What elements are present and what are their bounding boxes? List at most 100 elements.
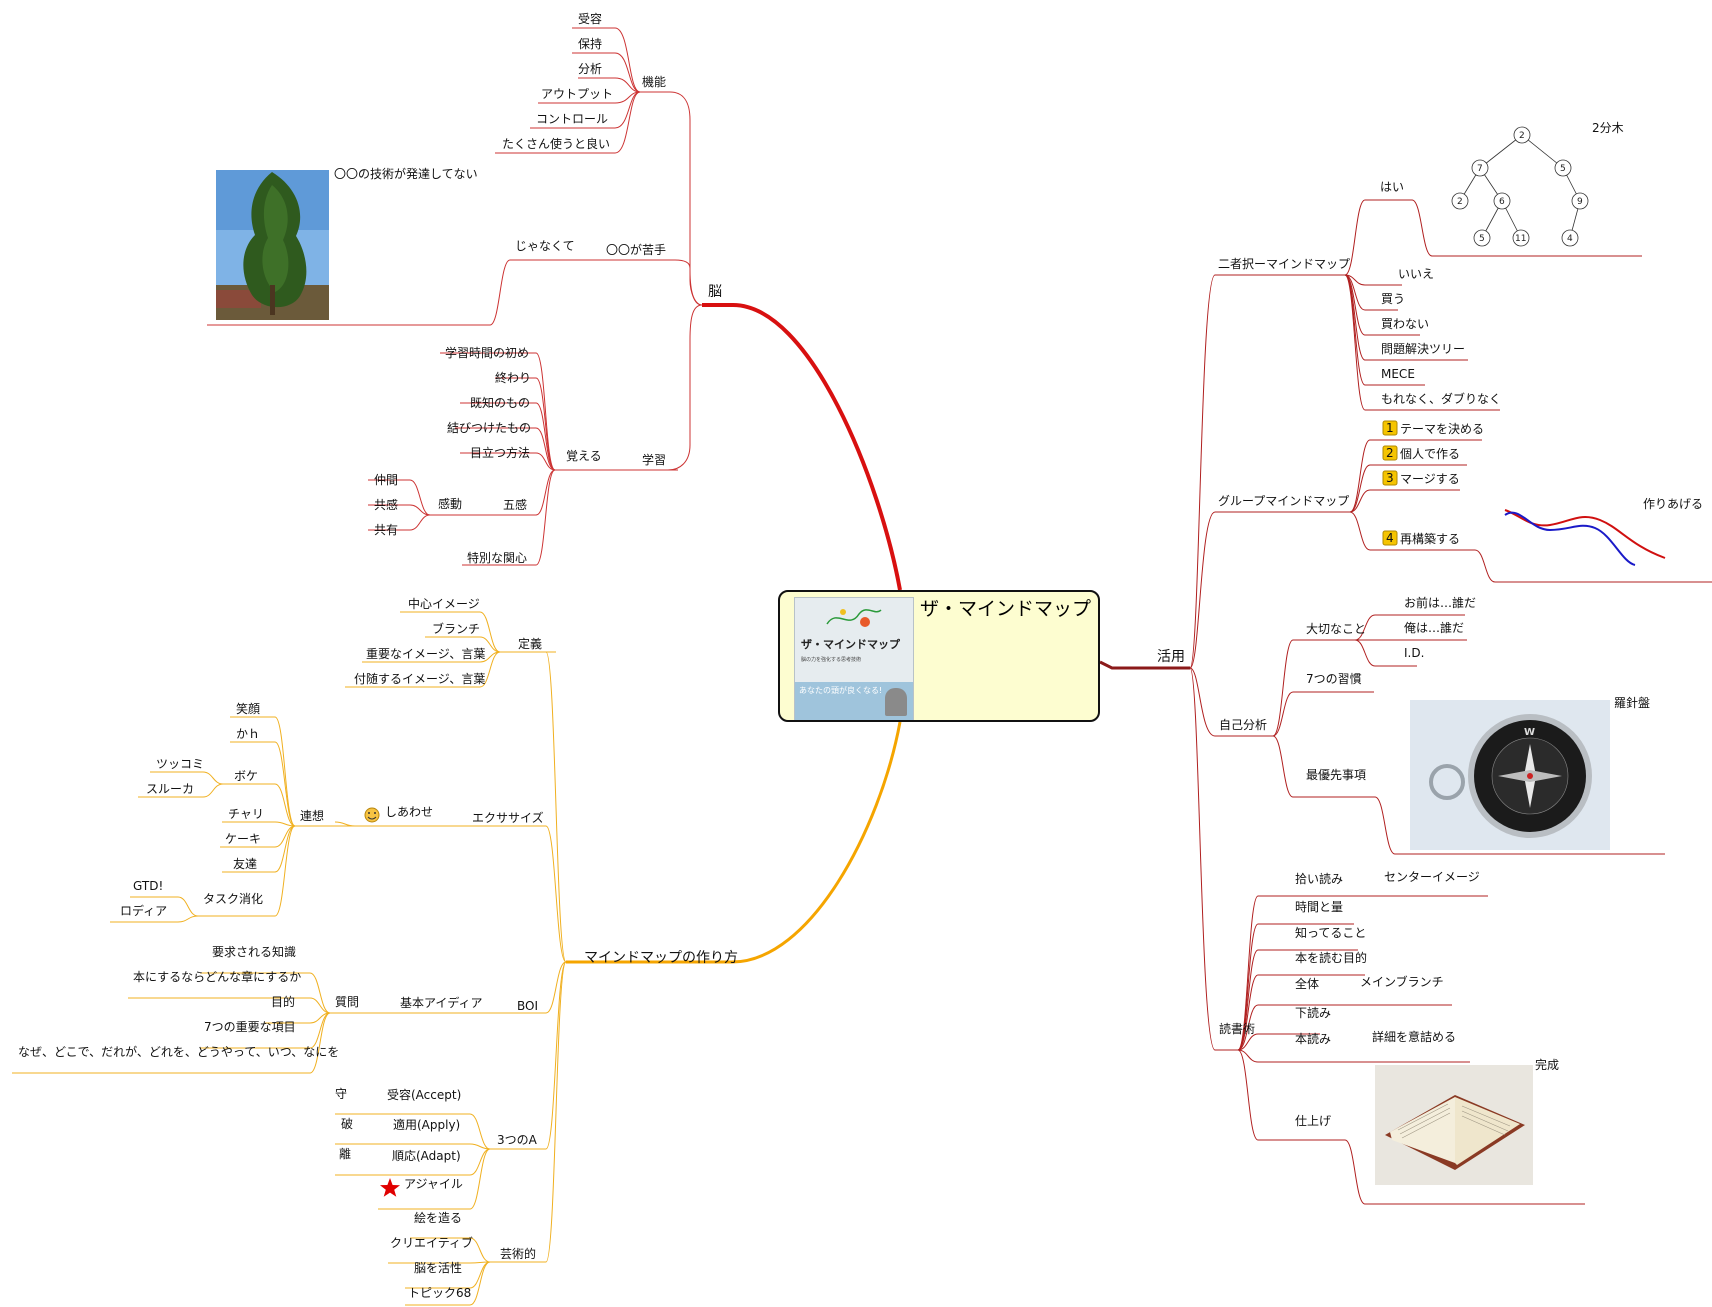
reading-main-sub: 詳細を意詰める xyxy=(1372,1029,1456,1044)
tree-node-5: 9 xyxy=(1577,197,1583,207)
reading-time: 時間と量 xyxy=(1295,900,1343,914)
branch-line-brain xyxy=(702,303,902,591)
tree-node-1: 7 xyxy=(1477,164,1483,174)
node-weak-note: 〇〇の技術が発達してない xyxy=(334,166,478,181)
boke-item-1: スルーカ xyxy=(146,782,194,796)
node-task: タスク消化 xyxy=(203,892,263,906)
task-item-1: ロディア xyxy=(120,903,167,918)
group-step-1: 個人で作る xyxy=(1400,447,1460,461)
node-remember: 覚える xyxy=(566,449,602,463)
remember-item-4: 目立つ方法 xyxy=(470,445,530,460)
compass-label: 羅針盤 xyxy=(1614,695,1650,710)
svg-text:2: 2 xyxy=(1386,446,1394,460)
central-topic[interactable]: ザ・マインドマップ 脳の力を強化する思考技術 あなたの頭が良くなる! ザ・マイン… xyxy=(778,590,1100,722)
remember-item-2: 既知のもの xyxy=(470,396,530,410)
svg-text:1: 1 xyxy=(1386,421,1394,435)
remember-item-0: 学習時間の初め xyxy=(445,345,529,360)
author-photo xyxy=(885,688,907,716)
three-a-item-0: 受容(Accept) xyxy=(387,1087,461,1102)
step-badge-4: 4 xyxy=(1382,530,1398,546)
svg-text:4: 4 xyxy=(1386,531,1394,545)
definition-item-0: 中心イメージ xyxy=(408,596,480,611)
book-cover-title: ザ・マインドマップ xyxy=(801,638,900,651)
branch-label-howto: マインドマップの作り方 xyxy=(584,950,738,966)
reading-purpose: 本を読む目的 xyxy=(1295,950,1367,965)
binary-yes: はい xyxy=(1380,180,1404,194)
node-important: 大切なこと xyxy=(1306,622,1366,636)
group-step-0: テーマを決める xyxy=(1400,422,1484,436)
step-badge-3: 3 xyxy=(1382,470,1398,486)
branch-line-howto xyxy=(566,721,902,964)
binary-item-2: 買わない xyxy=(1381,317,1429,331)
art-item-0: 絵を造る xyxy=(414,1210,462,1225)
group-build-note: 作りあげる xyxy=(1643,497,1703,511)
question-item-2: 目的 xyxy=(271,994,295,1009)
step-badges: 1 2 3 4 xyxy=(1382,420,1398,546)
art-item-2: 脳を活性 xyxy=(414,1261,462,1275)
association-item-2: ボケ xyxy=(234,769,258,783)
binary-item-1: 買う xyxy=(1381,292,1405,306)
association-item-1: かｈ xyxy=(236,727,260,741)
node-group: グループマインドマップ xyxy=(1218,494,1349,508)
node-habits: 7つの習慣 xyxy=(1306,671,1362,686)
node-definition: 定義 xyxy=(518,636,542,651)
branch-label-use: 活用 xyxy=(1157,649,1185,665)
tree-node-7: 11 xyxy=(1515,234,1526,244)
tree-node-4: 6 xyxy=(1499,197,1505,207)
association-item-3: チャリ xyxy=(228,807,264,821)
task-item-0: GTD! xyxy=(133,879,163,893)
node-art: 芸術的 xyxy=(500,1246,536,1261)
tree-node-0: 2 xyxy=(1519,131,1525,141)
node-priority: 最優先事項 xyxy=(1306,768,1366,782)
tree-node-3: 2 xyxy=(1457,197,1463,207)
important-item-2: I.D. xyxy=(1404,646,1424,660)
node-function: 機能 xyxy=(642,74,666,89)
three-a-kanji-0: 守 xyxy=(335,1087,347,1101)
question-item-3: 7つの重要な項目 xyxy=(204,1020,296,1034)
book-cover-band: あなたの頭が良くなる! xyxy=(795,682,913,720)
definition-item-1: ブランチ xyxy=(432,621,480,636)
important-item-1: 俺は…誰だ xyxy=(1404,620,1464,635)
tree-node-8: 4 xyxy=(1567,234,1573,244)
open-book-photo xyxy=(1375,1065,1533,1185)
binary-tree-label: 2分木 xyxy=(1592,121,1624,135)
node-boi: BOI xyxy=(517,999,538,1013)
cover-illustration xyxy=(826,609,882,627)
function-item-0: 受容 xyxy=(578,11,602,26)
reading-skim: 拾い読み xyxy=(1295,871,1343,886)
reading-pre: 下読み xyxy=(1295,1005,1331,1020)
definition-item-3: 付随するイメージ、言葉 xyxy=(354,671,485,686)
reading-whole: 全体 xyxy=(1295,976,1319,991)
reading-skim-sub: センターイメージ xyxy=(1384,870,1480,884)
function-item-1: 保持 xyxy=(578,36,602,51)
step-badge-1: 1 xyxy=(1382,420,1398,436)
question-item-0: 要求される知識 xyxy=(212,945,296,959)
emotion-item-1: 共感 xyxy=(374,497,398,512)
branch-label-brain: 脳 xyxy=(708,284,722,300)
function-item-2: 分析 xyxy=(578,62,602,76)
svg-text:W: W xyxy=(1524,727,1535,738)
function-item-4: コントロール xyxy=(536,112,608,126)
three-a-kanji-2: 離 xyxy=(339,1147,351,1161)
three-a-kanji-1: 破 xyxy=(341,1116,353,1131)
central-topic-title: ザ・マインドマップ xyxy=(920,598,1092,620)
three-a-agile: アジャイル xyxy=(404,1177,463,1191)
association-item-4: ケーキ xyxy=(225,832,261,846)
reading-finish-sub: 完成 xyxy=(1535,1057,1559,1072)
tree-node-2: 5 xyxy=(1560,164,1566,174)
book-cover-band-text: あなたの頭が良くなる! xyxy=(799,686,883,695)
reading-finish: 仕上げ xyxy=(1295,1114,1331,1128)
use-branch xyxy=(1189,199,1712,1205)
three-a-item-2: 順応(Adapt) xyxy=(392,1149,461,1163)
group-step-2: マージする xyxy=(1400,472,1460,486)
node-emotion: 感動 xyxy=(438,496,462,511)
function-item-3: アウトプット xyxy=(541,87,613,101)
binary-item-0: いいえ xyxy=(1398,267,1434,281)
howto-branch xyxy=(12,611,567,1306)
boke-item-0: ツッコミ xyxy=(156,757,204,771)
step-badge-2: 2 xyxy=(1382,445,1398,461)
node-basic-idea: 基本アイディア xyxy=(400,995,483,1010)
smiley-icon xyxy=(364,807,380,823)
book-cover-image: ザ・マインドマップ 脳の力を強化する思考技術 あなたの頭が良くなる! xyxy=(794,597,914,720)
